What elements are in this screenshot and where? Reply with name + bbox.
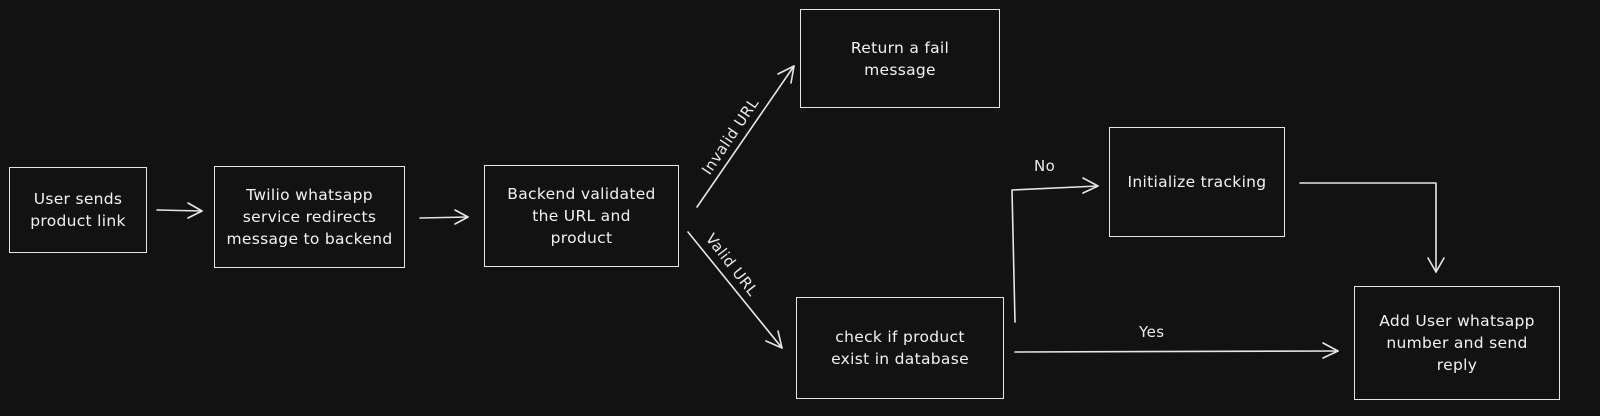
- arrow-user-to-twilio: [156, 202, 203, 219]
- arrow-tracking-to-adduser: [1299, 182, 1445, 273]
- edge-label-no: No: [1034, 157, 1056, 175]
- node-label: check if product exist in database: [831, 328, 969, 368]
- node-user-sends-link: User sends product link: [9, 167, 147, 253]
- node-label: Initialize tracking: [1127, 173, 1267, 191]
- node-check-product: check if product exist in database: [796, 297, 1004, 399]
- node-add-user-reply: Add User whatsapp number and send reply: [1354, 286, 1560, 400]
- arrow-check-to-tracking: [1011, 177, 1099, 323]
- arrow-backend-to-fail: [696, 65, 795, 208]
- node-label: Return a fail message: [850, 38, 950, 79]
- node-label: Twilio whatsapp service redirects messag…: [226, 186, 393, 248]
- node-label: User sends product link: [30, 190, 126, 230]
- node-backend-validate: Backend validated the URL and product: [484, 165, 679, 267]
- node-return-fail: Return a fail message: [800, 9, 1000, 108]
- node-label: Add User whatsapp number and send reply: [1379, 312, 1535, 374]
- edge-label-yes: Yes: [1139, 323, 1165, 341]
- arrow-check-to-adduser: [1014, 342, 1339, 359]
- node-initialize-tracking: Initialize tracking: [1109, 127, 1285, 237]
- arrow-backend-to-check: [687, 231, 783, 349]
- arrow-twilio-to-backend: [419, 209, 469, 225]
- node-twilio-redirect: Twilio whatsapp service redirects messag…: [214, 166, 405, 268]
- node-label: Backend validated the URL and product: [507, 185, 656, 247]
